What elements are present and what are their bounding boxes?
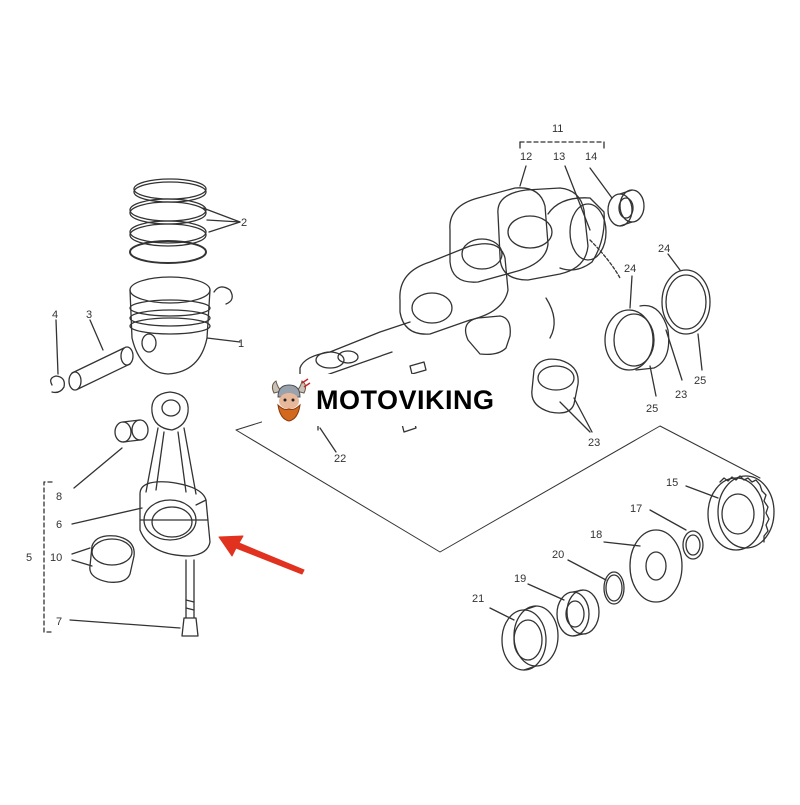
bearing-19 <box>527 583 600 637</box>
callout-22: 22 <box>334 453 346 465</box>
callout-20: 20 <box>552 549 564 561</box>
callout-24-top: 24 <box>658 243 670 255</box>
callout-6: 6 <box>56 519 62 531</box>
rod-bolt <box>69 559 199 637</box>
callout-13: 13 <box>553 151 565 163</box>
callout-11: 11 <box>552 123 563 135</box>
callout-17: 17 <box>630 503 642 515</box>
callout-10: 10 <box>50 552 62 564</box>
small-end-bushing <box>73 419 149 489</box>
watermark: MOTOVIKING <box>262 374 530 426</box>
crankshaft <box>299 165 607 431</box>
callout-18: 18 <box>590 529 602 541</box>
crank-bushing <box>564 165 645 279</box>
callout-numbers: 2 1 3 4 8 6 5 10 7 11 12 13 14 24 24 25 … <box>26 123 706 628</box>
washer-17 <box>649 509 704 560</box>
callout-4: 4 <box>52 309 58 321</box>
snap-ring <box>50 375 65 394</box>
viking-head-logo-icon <box>271 378 311 422</box>
callout-25-mid: 25 <box>646 403 658 415</box>
piston-rings <box>129 178 241 264</box>
callout-8: 7 <box>56 616 62 628</box>
red-pointer-arrow <box>218 535 305 575</box>
callout-23-right: 23 <box>675 389 687 401</box>
callout-3: 3 <box>86 309 92 321</box>
callout-21: 21 <box>472 593 484 605</box>
oil-seal-21 <box>489 605 559 671</box>
main-bearing <box>531 358 593 433</box>
callout-24-mid: 24 <box>624 263 636 275</box>
piston <box>129 276 241 375</box>
piston-pin <box>68 319 134 391</box>
callout-2: 2 <box>241 217 247 229</box>
watermark-text: MOTOVIKING <box>316 384 495 415</box>
connecting-rod <box>71 391 211 557</box>
callout-19: 19 <box>514 573 526 585</box>
rod-bearing <box>71 535 135 583</box>
group-bracket-5 <box>43 481 53 633</box>
callout-23-lower: 23 <box>588 437 600 449</box>
callout-15: 15 <box>666 477 678 489</box>
crank-gear <box>685 475 775 551</box>
assembly-frame <box>235 409 761 553</box>
woodruff-key <box>409 361 427 375</box>
thrust-plate-18 <box>603 529 683 603</box>
o-ring-20 <box>567 559 625 605</box>
callout-25-right: 25 <box>694 375 706 387</box>
callout-12: 12 <box>520 151 532 163</box>
circlip-right <box>213 286 233 305</box>
callout-5: 5 <box>26 552 32 564</box>
callout-7: 8 <box>56 491 62 503</box>
callout-1: 1 <box>238 338 244 350</box>
thrust-washers <box>604 253 711 397</box>
callout-14: 14 <box>585 151 597 163</box>
